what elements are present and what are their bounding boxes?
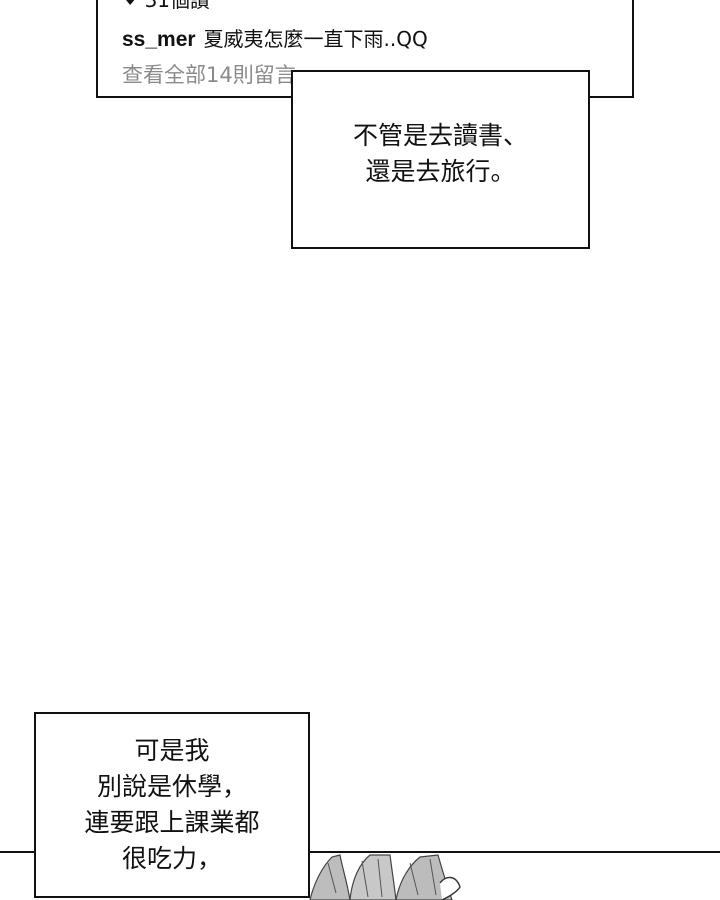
narration-box: 不管是去讀書、 還是去旅行。 [291,70,590,249]
view-all-comments-link[interactable]: 查看全部14則留言 [122,63,296,87]
comment-row: ss_mer 夏威夷怎麼一直下雨..QQ [122,26,428,53]
narration-line: 別說是休學， [96,772,247,801]
comment-username[interactable]: ss_mer [122,28,196,51]
likes-row: ♥ 31個讚 [124,0,210,13]
comment-text: 夏威夷怎麼一直下雨..QQ [203,27,428,51]
narration-box: 可是我 別說是休學， 連要跟上課業都 很吃力， [34,712,310,898]
panel-border-line [0,851,720,853]
narration-line: 不管是去讀書、 [352,120,528,150]
heart-icon[interactable]: ♥ [124,0,137,9]
instagram-post-card: ♥ 31個讚 ss_mer 夏威夷怎麼一直下雨..QQ 查看全部14則留言 [96,0,634,98]
narration-line: 可是我 [134,736,210,765]
narration-line: 連要跟上課業都 [84,808,260,837]
narration-line: 很吃力， [121,844,222,873]
character-hair-sketch [309,854,461,900]
likes-count: 31個讚 [144,0,211,12]
narration-line: 還是去旅行。 [365,156,516,186]
